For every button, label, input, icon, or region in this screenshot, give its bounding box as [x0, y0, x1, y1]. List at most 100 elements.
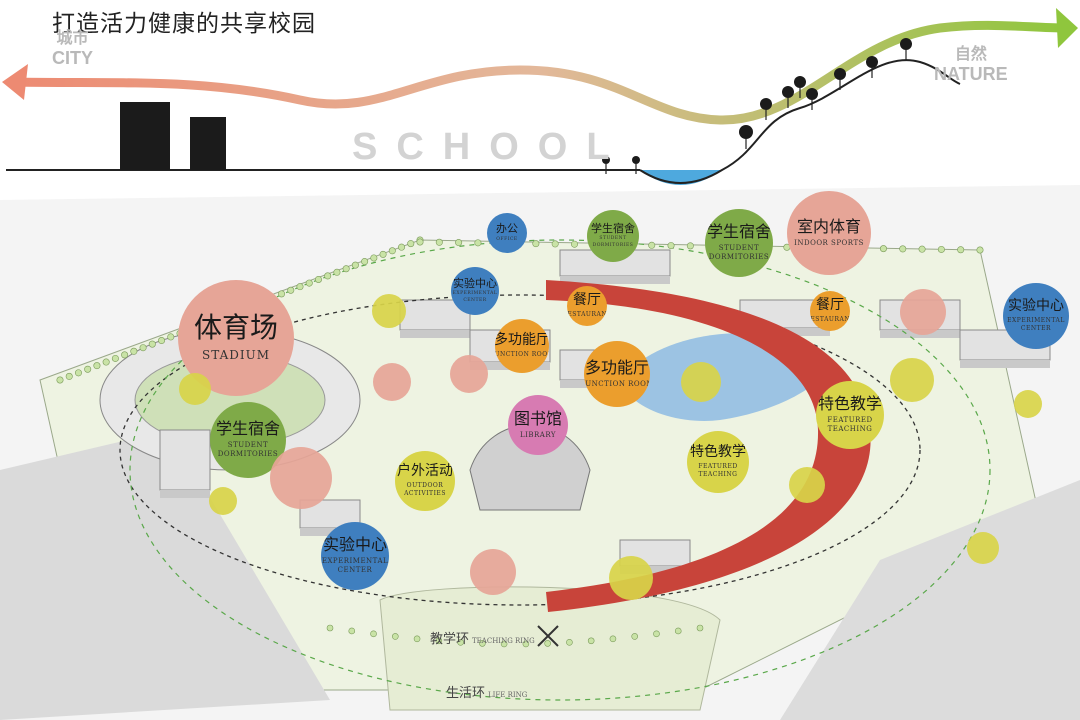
tree-icon: [739, 125, 753, 139]
bubble-label-cn: 特色教学: [690, 443, 746, 460]
tree-dot: [351, 261, 359, 269]
bubble-label-en: INDOOR SPORTS: [794, 238, 864, 247]
bubble-label-cn: 实验中心: [1008, 297, 1064, 314]
activity-dot: [450, 355, 488, 393]
activity-dot: [470, 549, 516, 595]
nature-label: 自然 NATURE: [934, 46, 1008, 85]
tree-dot: [474, 239, 482, 247]
tree-dot: [648, 241, 656, 249]
tree-dot: [74, 369, 82, 377]
tree-dot: [348, 627, 356, 635]
function-bubble: 室内体育 INDOOR SPORTS: [787, 191, 871, 275]
city-building-short: [190, 117, 226, 170]
tree-dot: [287, 286, 295, 294]
tree-icon: [602, 156, 610, 164]
bubble-label-en: FUNCTION ROOM: [584, 379, 650, 388]
bubble-label-cn: 室内体育: [796, 216, 861, 236]
activity-dot: [179, 373, 211, 405]
tree-dot: [111, 354, 119, 362]
bubble-label-cn: 户外活动: [397, 462, 453, 479]
tree-dot: [361, 258, 369, 266]
bubble-label-cn: 学生宿舍: [215, 419, 280, 439]
tree-dot: [278, 290, 286, 298]
activity-dot: [609, 556, 653, 600]
bubble-label-cn: 餐厅: [573, 291, 601, 308]
hill-line: [639, 59, 961, 184]
tree-dot: [305, 279, 313, 287]
bubble-label-cn: 多功能厅: [495, 331, 549, 348]
bubble-label-en: LIBRARY: [519, 430, 557, 439]
tree-dot: [609, 635, 617, 643]
teaching-ring-path: [119, 294, 921, 606]
tree-dot: [139, 344, 147, 352]
city-arrow-head: [2, 64, 28, 100]
campus-building: [159, 429, 211, 491]
activity-dot: [789, 467, 825, 503]
tree-dot: [566, 639, 573, 646]
tree-dot: [918, 245, 926, 253]
bubble-label-cn: 实验中心: [453, 277, 497, 291]
bubble-label-cn: 特色教学: [817, 394, 882, 414]
tree-dot: [379, 250, 387, 258]
tree-icon: [900, 38, 912, 50]
activity-dot: [373, 363, 411, 401]
tree-dot: [674, 627, 682, 635]
tree-icon: [782, 86, 794, 98]
tree-icon: [806, 88, 818, 100]
tree-dot: [937, 245, 945, 253]
east-city-blocks: [780, 480, 1080, 720]
tree-dot: [551, 240, 559, 248]
tree-dot: [84, 365, 92, 373]
tree-dot: [976, 246, 984, 254]
tree-dot: [102, 358, 110, 366]
city-building-tall: [120, 102, 170, 170]
life-ring-path: [129, 239, 991, 701]
tree-dot: [391, 633, 399, 640]
tree-dot: [416, 238, 424, 246]
function-bubble: 多功能厅 FUNCTION ROOM: [584, 341, 650, 407]
bubble-label-cn: 学生宿舍: [706, 222, 771, 242]
diagram-title: 打造活力健康的共享校园: [52, 11, 316, 37]
tree-dot: [696, 624, 704, 632]
tree-icon: [632, 156, 640, 164]
bubble-label-en: FUNCTION ROOM: [495, 351, 549, 359]
bubble-label-cn: 餐厅: [816, 296, 844, 313]
teaching-ring-label-en: TEACHING RING: [472, 637, 535, 645]
bubble-label-en: RESTAURANT: [567, 311, 607, 319]
tree-dot: [631, 633, 639, 640]
tree-dot: [370, 254, 378, 262]
tree-dot: [314, 275, 322, 283]
tree-dot: [455, 239, 463, 247]
tree-dot: [667, 242, 675, 250]
tree-dot: [333, 268, 341, 276]
function-bubble: 餐厅RESTAURANT: [810, 291, 850, 331]
tree-dot: [500, 640, 508, 648]
city-label-en: CITY: [52, 48, 94, 69]
tree-dot: [398, 243, 406, 251]
tree-dot: [532, 240, 540, 248]
tree-dot: [296, 283, 304, 291]
bubble-label-cn: 多功能厅: [584, 357, 649, 377]
bubble-label-cn: 体育场: [193, 311, 278, 344]
activity-dot: [372, 294, 406, 328]
life-ring-label-cn: 生活环: [446, 686, 486, 701]
tree-icon: [760, 98, 772, 110]
tree-dot: [479, 640, 486, 647]
tree-dot: [342, 265, 350, 273]
tree-dot: [570, 240, 578, 248]
function-bubble: 餐厅 RESTAURANT: [567, 286, 607, 326]
tree-icon: [866, 56, 878, 68]
tree-dot: [522, 640, 530, 648]
tree-dot: [56, 376, 64, 384]
tree-dot: [324, 272, 332, 280]
